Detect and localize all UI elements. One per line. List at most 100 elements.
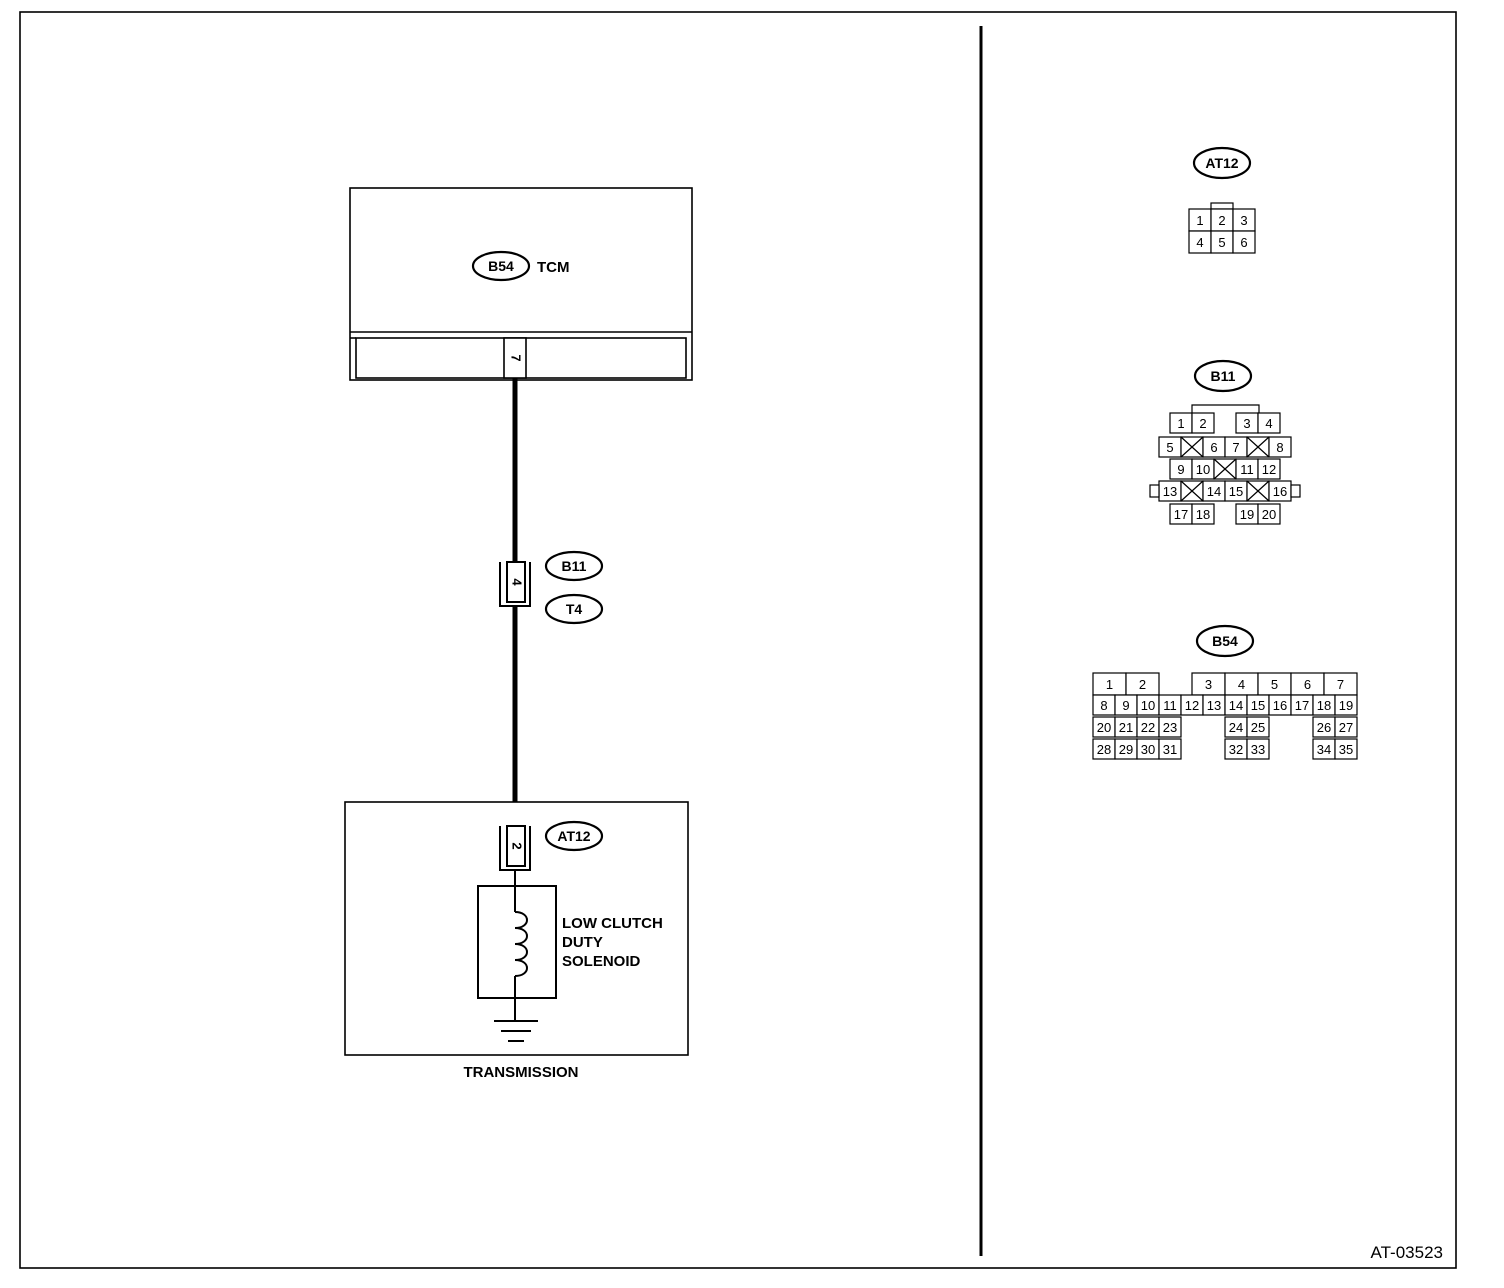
- b11-pin-9-label: 9: [1177, 462, 1184, 477]
- b11-pin-15-label: 15: [1229, 484, 1243, 499]
- b11-pin-6: 6: [1202, 436, 1226, 458]
- b11-pin-15: 15: [1224, 480, 1248, 502]
- b54-pin-10-label: 10: [1141, 698, 1155, 713]
- transmission-connector-tag: [544, 820, 604, 852]
- b54-pin-17-label: 17: [1295, 698, 1309, 713]
- at12-pin-5: 5: [1210, 230, 1234, 254]
- b11-blank-pin-0: [1180, 436, 1204, 458]
- b54-pin-8: 8: [1092, 694, 1116, 716]
- b11-pin-8: 8: [1268, 436, 1292, 458]
- b54-pin-28: 28: [1092, 738, 1116, 760]
- b11-pin-4-label: 4: [1265, 416, 1272, 431]
- b11-pin-1: 1: [1169, 412, 1193, 434]
- b54-pin-16: 16: [1268, 694, 1292, 716]
- b54-pin-13-label: 13: [1207, 698, 1221, 713]
- b54-pin-33-label: 33: [1251, 742, 1265, 757]
- b11-pin-2-label: 2: [1199, 416, 1206, 431]
- solenoid-label-line1: LOW CLUTCH: [562, 915, 663, 932]
- b11-pin-5: 5: [1158, 436, 1182, 458]
- solenoid-box: [477, 885, 557, 999]
- b54-pin-3: 3: [1191, 672, 1226, 696]
- b54-pin-5: 5: [1257, 672, 1292, 696]
- transmission-unit: 2 AT12 LOW CLUTCH DUTY SOLENOID: [344, 801, 689, 1056]
- transmission-name: TRANSMISSION: [463, 1064, 578, 1081]
- at12-pin-3-label: 3: [1240, 213, 1247, 228]
- b54-pin-27-label: 27: [1339, 720, 1353, 735]
- b54-pin-7-label: 7: [1337, 677, 1344, 692]
- b54-pin-27: 27: [1334, 716, 1358, 738]
- b54-pin-20: 20: [1092, 716, 1116, 738]
- b54-pin-6: 6: [1290, 672, 1325, 696]
- b54-pin-3-label: 3: [1205, 677, 1212, 692]
- solenoid-label-line3: SOLENOID: [562, 953, 641, 970]
- b54-pin-22-label: 22: [1141, 720, 1155, 735]
- at12-pin-2: 2: [1210, 208, 1234, 232]
- b54-pin-11: 11: [1158, 694, 1182, 716]
- connector-view-b54-tag: B54: [1212, 633, 1238, 649]
- b54-pin-29: 29: [1114, 738, 1138, 760]
- at12-lock-tab: [1210, 202, 1234, 210]
- joint-tag-b11-label: B11: [562, 558, 587, 574]
- solenoid-label-line2: DUTY: [562, 934, 603, 951]
- b11-pin-14-label: 14: [1207, 484, 1221, 499]
- b54-pin-1-label: 1: [1106, 677, 1113, 692]
- at12-pin-5-label: 5: [1218, 235, 1225, 250]
- tcm-connector-tag: [471, 250, 531, 282]
- b54-pin-19-label: 19: [1339, 698, 1353, 713]
- b54-pin-33: 33: [1246, 738, 1270, 760]
- b54-pin-23: 23: [1158, 716, 1182, 738]
- b11-pin-4: 4: [1257, 412, 1281, 434]
- b54-pin-2: 2: [1125, 672, 1160, 696]
- b54-pin-8-label: 8: [1100, 698, 1107, 713]
- b11-pin-16-label: 16: [1273, 484, 1287, 499]
- b54-pin-18: 18: [1312, 694, 1336, 716]
- tcm-connector-label: B54: [488, 258, 514, 274]
- joint-tag-t4-label: T4: [566, 601, 583, 617]
- b54-pin-31: 31: [1158, 738, 1182, 760]
- at12-pin-4-label: 4: [1196, 235, 1203, 250]
- b11-pin-13-label: 13: [1163, 484, 1177, 499]
- outer-frame: [19, 11, 1457, 1269]
- b11-pin-18-label: 18: [1196, 507, 1210, 522]
- b11-pin-16: 16: [1268, 480, 1292, 502]
- solenoid-coil-icon: [514, 911, 528, 977]
- b54-pin-14: 14: [1224, 694, 1248, 716]
- b54-pin-25-label: 25: [1251, 720, 1265, 735]
- at12-pin-1: 1: [1188, 208, 1212, 232]
- b54-pin-25: 25: [1246, 716, 1270, 738]
- b54-pin-31-label: 31: [1163, 742, 1177, 757]
- joint-tag-b11: [544, 550, 604, 582]
- b54-pin-19: 19: [1334, 694, 1358, 716]
- b54-pin-35-label: 35: [1339, 742, 1353, 757]
- b11-pin-10-label: 10: [1196, 462, 1210, 477]
- b54-pin-26: 26: [1312, 716, 1336, 738]
- b54-pin-22: 22: [1136, 716, 1160, 738]
- b54-pin-18-label: 18: [1317, 698, 1331, 713]
- b11-pin-11-label: 11: [1240, 462, 1254, 477]
- b54-pin-9: 9: [1114, 694, 1138, 716]
- b54-pin-5-label: 5: [1271, 677, 1278, 692]
- b54-pin-12-label: 12: [1185, 698, 1199, 713]
- b11-blank-pin-1: [1246, 436, 1270, 458]
- b54-pin-15: 15: [1246, 694, 1270, 716]
- b54-pin-17: 17: [1290, 694, 1314, 716]
- at12-pin-6: 6: [1232, 230, 1256, 254]
- b11-pin-19-label: 19: [1240, 507, 1254, 522]
- at12-pin-3: 3: [1232, 208, 1256, 232]
- b11-pin-9: 9: [1169, 458, 1193, 480]
- b54-pin-21: 21: [1114, 716, 1138, 738]
- b54-pin-16-label: 16: [1273, 698, 1287, 713]
- b54-pin-34: 34: [1312, 738, 1336, 760]
- connector-view-at12-tag: AT12: [1205, 155, 1238, 171]
- b11-pin-20: 20: [1257, 503, 1281, 525]
- b54-pin-20-label: 20: [1097, 720, 1111, 735]
- b54-pin-23-label: 23: [1163, 720, 1177, 735]
- b54-pin-24: 24: [1224, 716, 1248, 738]
- transmission-connector-label: AT12: [557, 828, 590, 844]
- b54-pin-7: 7: [1323, 672, 1358, 696]
- b11-latch-right: [1290, 484, 1301, 498]
